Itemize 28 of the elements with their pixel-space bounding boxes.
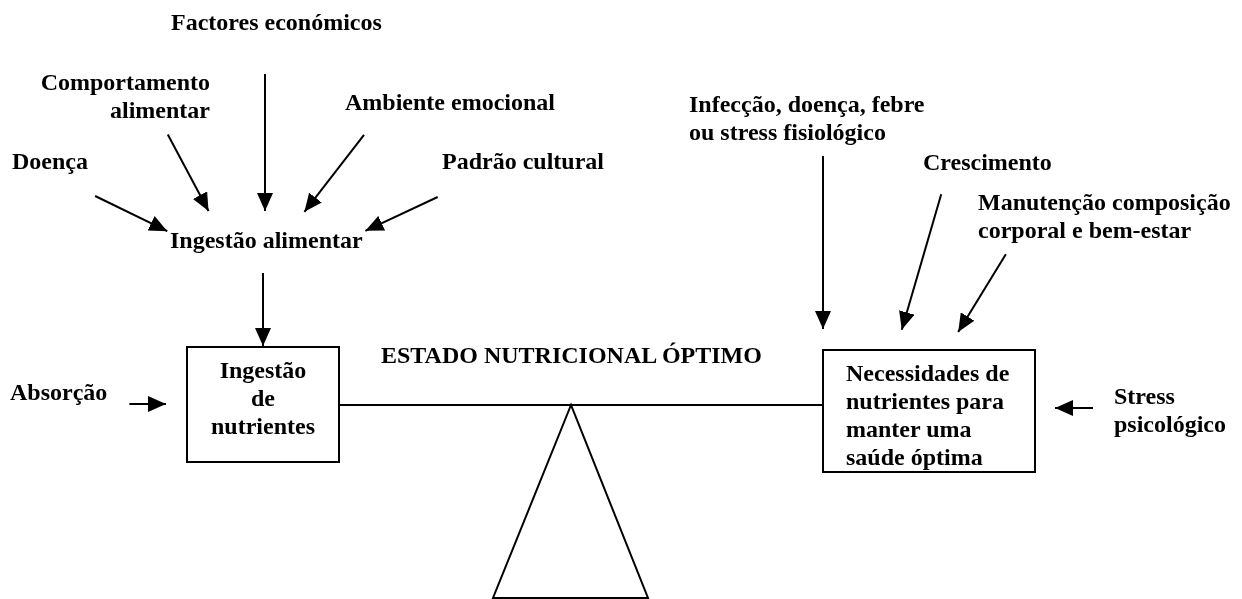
arrow <box>257 73 273 212</box>
factor-label: Manutenção composição corporal e bem-estar <box>978 188 1238 244</box>
arrow <box>1054 400 1094 416</box>
diagram-heading: ESTADO NUTRICIONAL ÓPTIMO <box>381 341 762 369</box>
factor-label: Comportamento alimentar <box>30 68 210 124</box>
factor-label: Stress psicológico <box>1114 382 1234 438</box>
factor-label: Absorção <box>10 378 108 422</box>
process-box <box>822 349 1036 473</box>
factor-label: Padrão cultural <box>442 147 604 175</box>
factor-label: Factores económicos <box>171 8 382 36</box>
arrow <box>364 196 439 232</box>
arrow <box>303 133 366 213</box>
factor-label: Ingestão alimentar <box>170 226 363 254</box>
factor-label: Ambiente emocional <box>345 88 555 116</box>
arrow <box>815 155 831 330</box>
arrow <box>94 195 169 233</box>
box-text: Ingestão de nutrientes <box>210 356 316 440</box>
arrow <box>255 272 271 347</box>
box-text: Necessidades de nutrientes para manter uma saúde óptima <box>846 359 1011 471</box>
arrow <box>166 133 210 212</box>
factor-label: Doença <box>12 147 88 175</box>
balance-beam <box>339 404 823 406</box>
arrow <box>957 253 1007 333</box>
arrow <box>899 193 943 331</box>
process-box <box>186 346 340 463</box>
factor-label: Infecção, doença, febre ou stress fisiológico <box>689 90 941 146</box>
factor-label: Crescimento <box>923 148 1052 176</box>
arrow <box>128 396 167 412</box>
